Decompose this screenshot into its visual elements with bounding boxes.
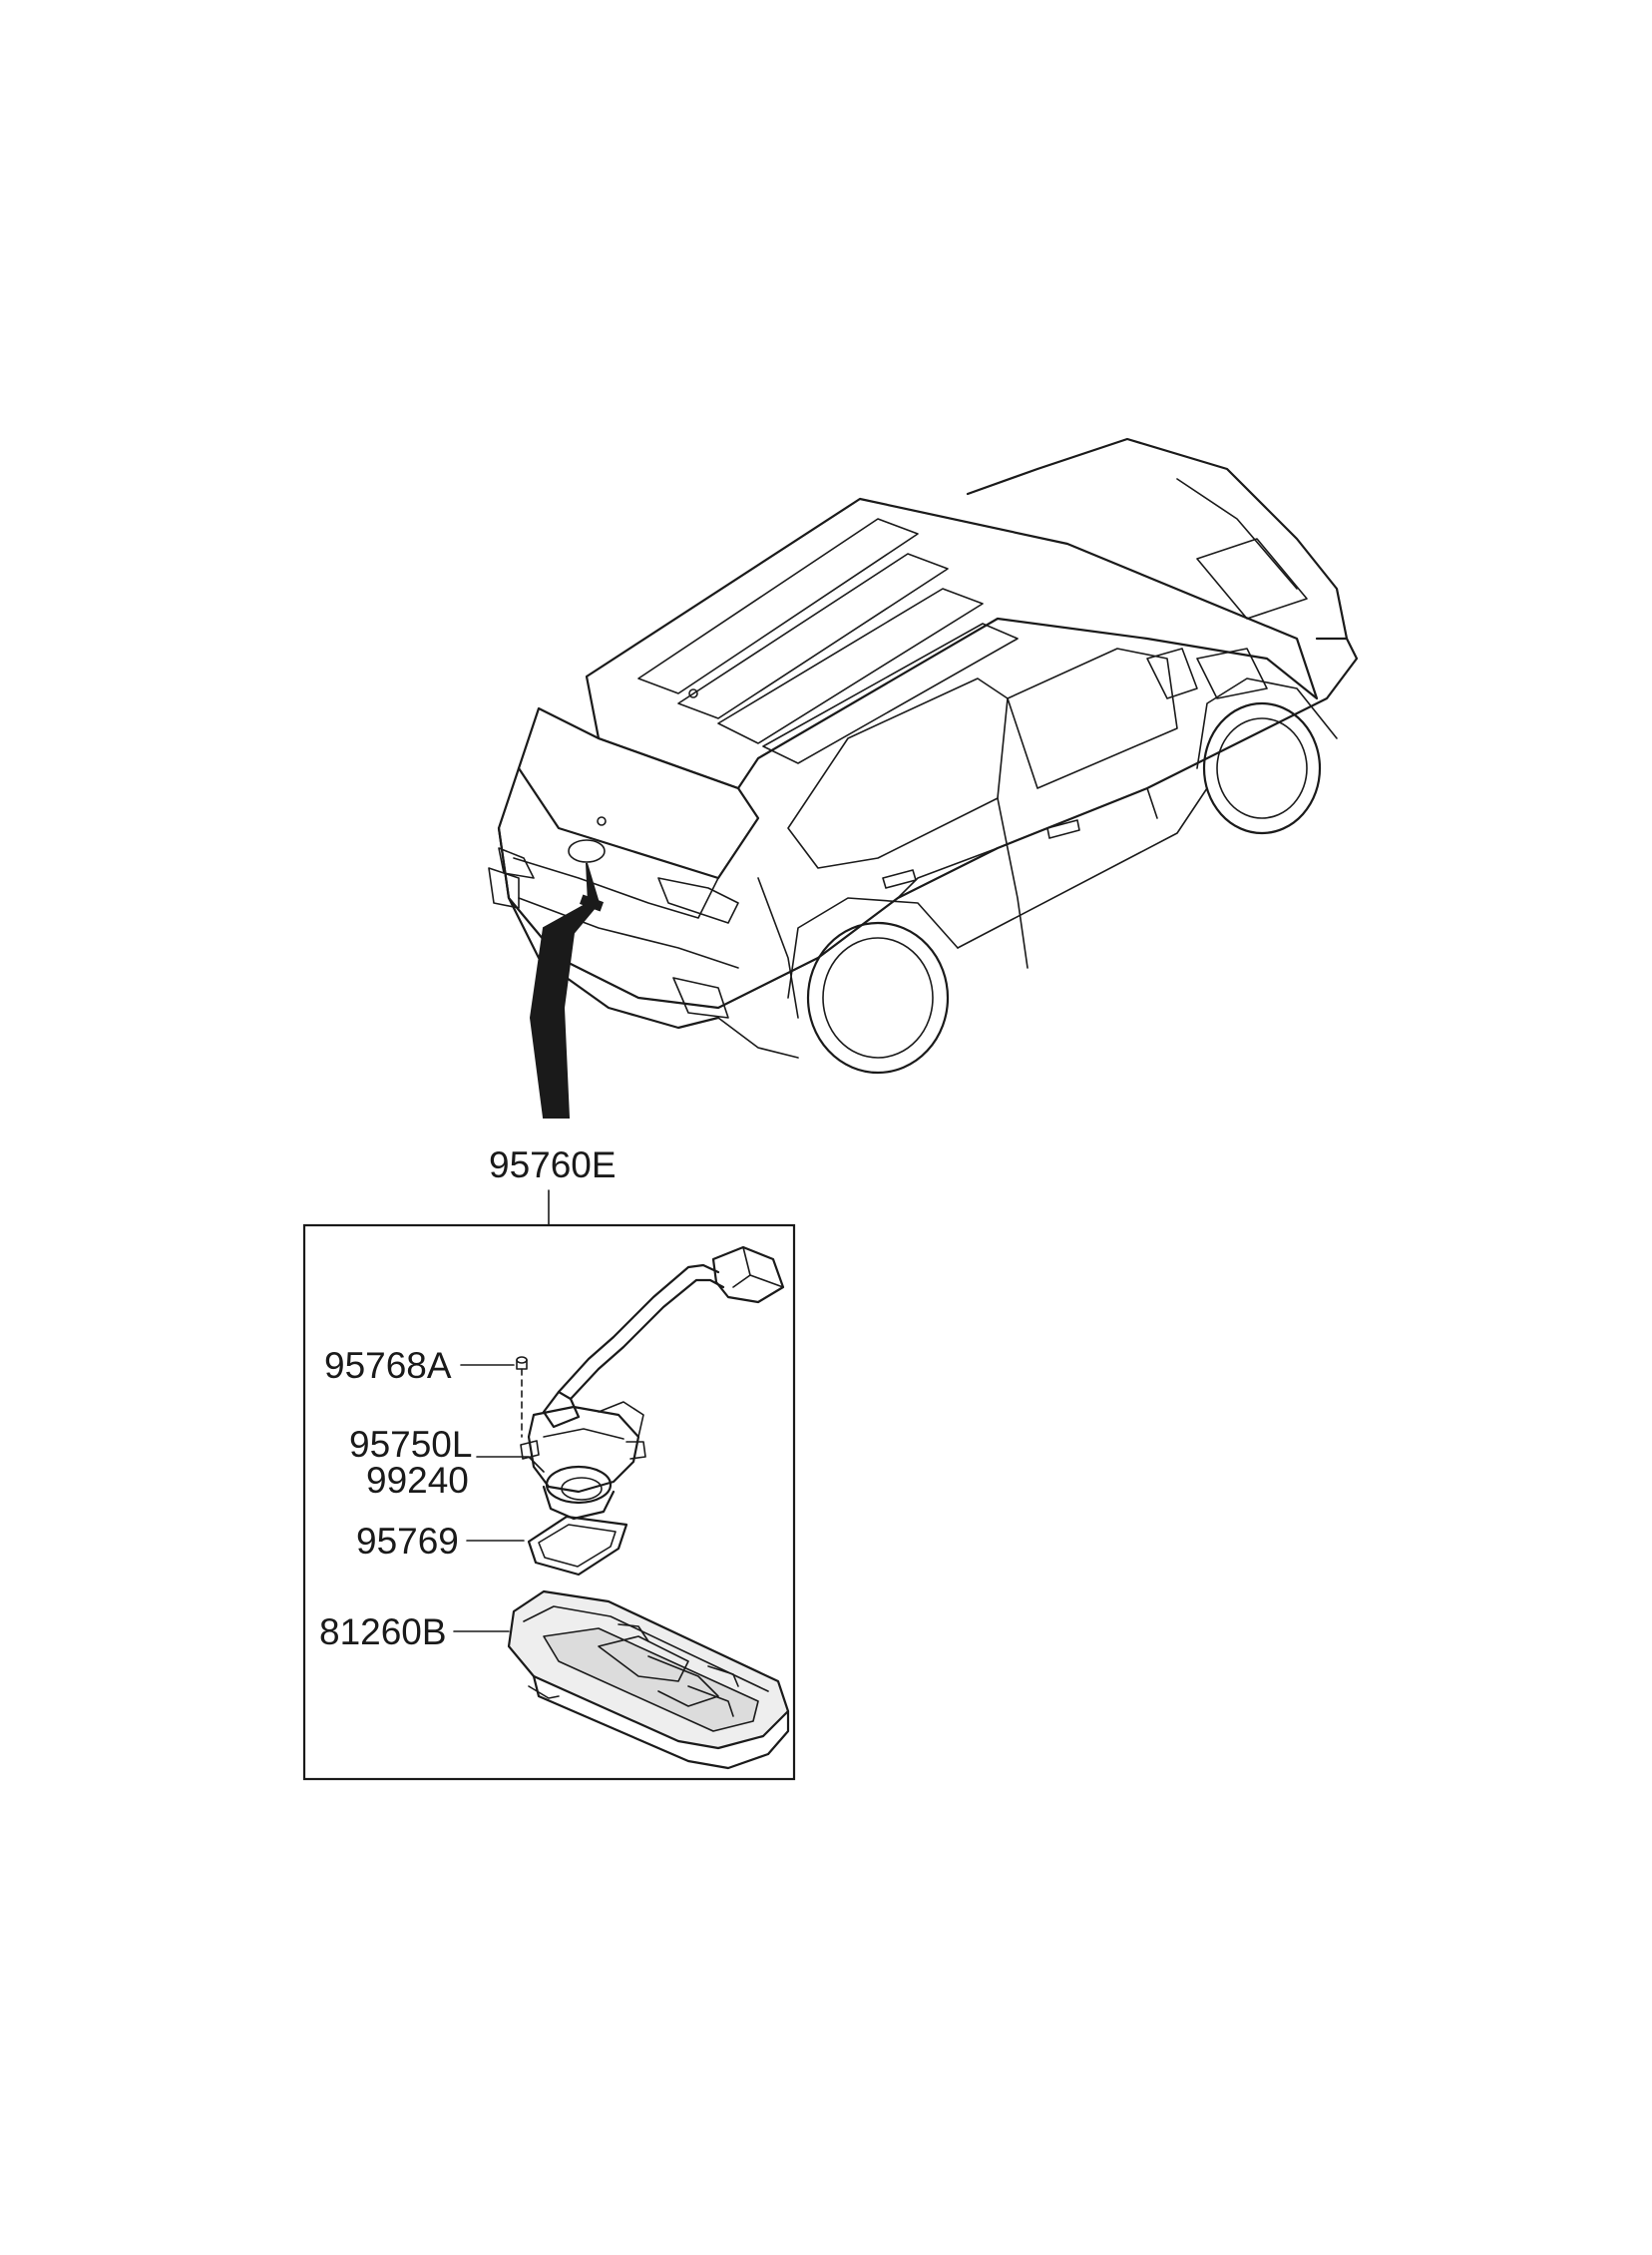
label-99240: 99240 (366, 1460, 469, 1501)
assembly-box (302, 1223, 796, 1781)
label-81260B: 81260B (319, 1611, 447, 1652)
label-95769: 95769 (356, 1521, 459, 1562)
screw-part (516, 1356, 528, 1438)
housing-part (507, 1589, 790, 1770)
locator-arrow (529, 862, 605, 1119)
gasket-part (527, 1515, 628, 1577)
camera-part (520, 1245, 785, 1521)
label-95760E: 95760E (489, 1144, 617, 1185)
vehicle-illustration (488, 437, 1359, 1075)
label-95750L: 95750L (349, 1424, 472, 1465)
label-95768A: 95768A (324, 1345, 452, 1386)
